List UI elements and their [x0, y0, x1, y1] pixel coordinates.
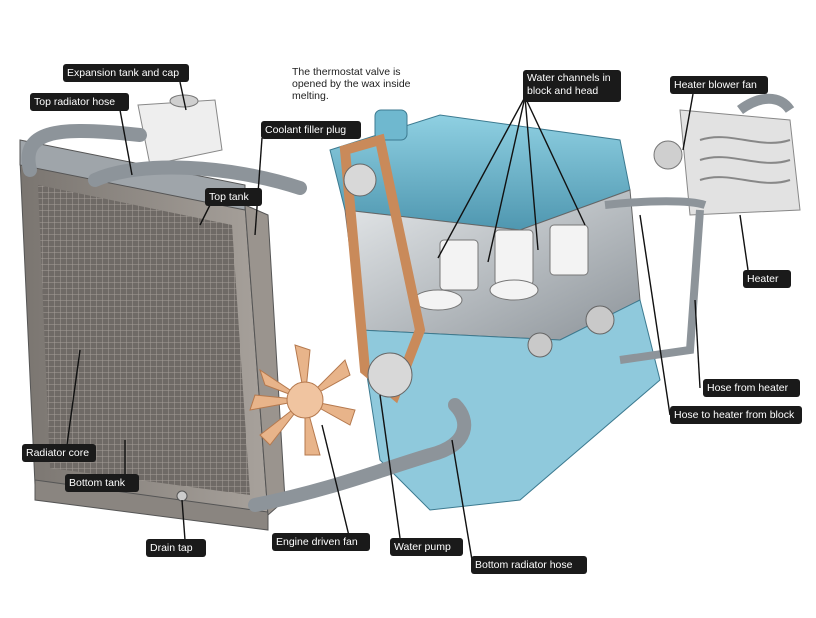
engine-block	[329, 109, 661, 511]
bottom-hose-shape	[248, 398, 472, 512]
thermostat-note: The thermostat valve is opened by the wa…	[292, 66, 411, 102]
label-bottom-tank: Bottom tank	[65, 474, 139, 492]
callout-lines	[65, 81, 749, 561]
pistons	[413, 224, 589, 311]
label-top-radiator-hose: Top radiator hose	[30, 93, 129, 111]
label-bottom-radiator-hose: Bottom radiator hose	[471, 556, 587, 574]
label-coolant-filler-plug: Coolant filler plug	[261, 121, 361, 139]
label-radiator-core: Radiator core	[22, 444, 96, 462]
top-hose-shape	[21, 124, 307, 195]
label-engine-driven-fan: Engine driven fan	[272, 533, 370, 551]
drain-tap-shape	[176, 490, 188, 502]
heater-hoses-shape	[604, 197, 707, 364]
timing-belt	[339, 133, 426, 404]
label-expansion-tank: Expansion tank and cap	[63, 64, 189, 82]
label-drain-tap: Drain tap	[146, 539, 206, 557]
label-water-pump: Water pump	[390, 538, 463, 556]
label-heater-blower-fan: Heater blower fan	[670, 76, 768, 94]
radiator-core-mesh	[38, 185, 250, 495]
label-heater: Heater	[743, 270, 791, 288]
label-hose-to-heater: Hose to heater from block	[670, 406, 802, 424]
label-hose-from-heater: Hose from heater	[703, 379, 800, 397]
heater-unit	[653, 93, 801, 216]
bottom-tank-shape	[34, 479, 269, 531]
engine-fan	[249, 344, 356, 456]
label-top-tank: Top tank	[205, 188, 262, 206]
label-water-channels: Water channels in block and head	[523, 70, 621, 102]
expansion-tank	[137, 94, 223, 166]
